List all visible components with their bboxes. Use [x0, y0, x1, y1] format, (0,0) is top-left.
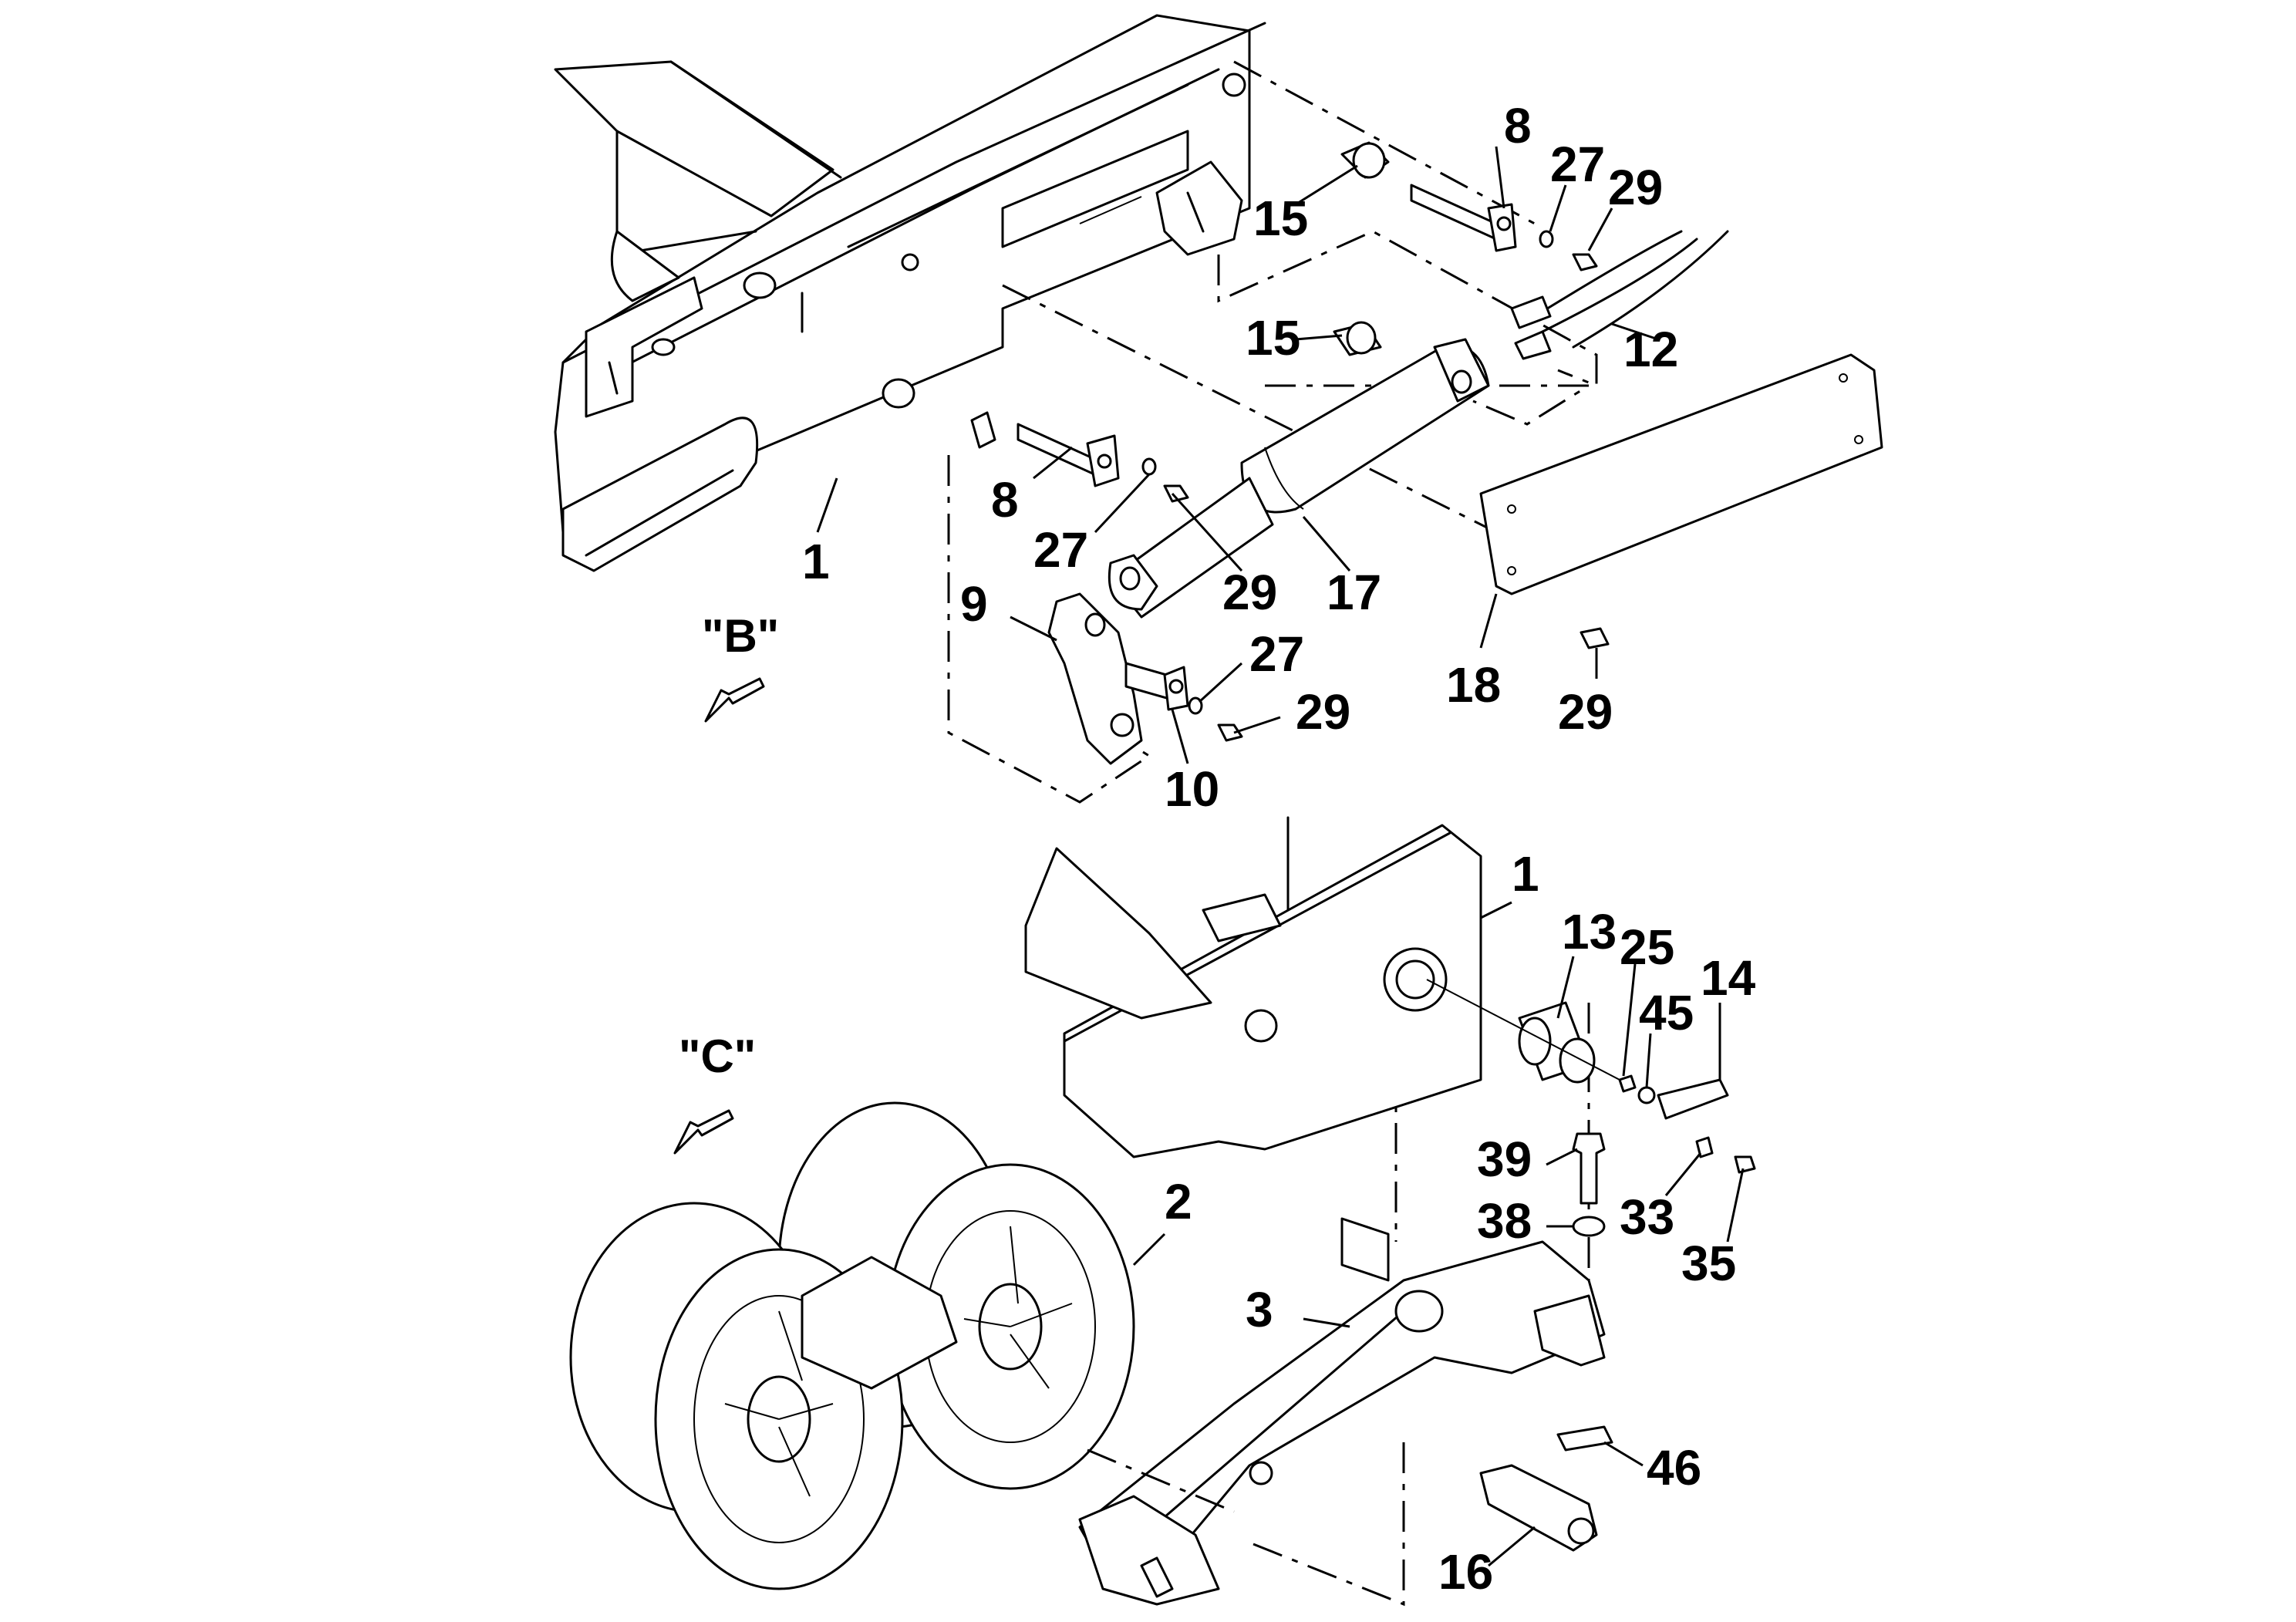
pin-8-top — [1410, 184, 1517, 252]
callout-39: 39 — [1477, 1131, 1532, 1187]
callout-38: 38 — [1477, 1193, 1532, 1249]
screw-29-plate — [1580, 627, 1610, 649]
bushing-15-mid — [1333, 321, 1382, 356]
callout-15-top: 15 — [1253, 191, 1308, 246]
callout-1-lower: 1 — [1512, 846, 1539, 902]
callouts-upper: 1 8 8 27 27 27 29 29 29 29 15 15 12 17 1… — [802, 98, 1678, 817]
screw-29-top — [1572, 253, 1598, 271]
bolt-39 — [1572, 1132, 1606, 1205]
cover-plate-18 — [1479, 353, 1883, 595]
callout-27-pin10: 27 — [1249, 626, 1304, 682]
callout-8-lower: 8 — [991, 472, 1019, 528]
view-label-b-text: "B" — [702, 610, 779, 662]
washer-25 — [1618, 1074, 1637, 1093]
callout-29-plate: 29 — [1558, 684, 1613, 740]
pin-10 — [1124, 662, 1189, 711]
callout-46: 46 — [1647, 1440, 1701, 1496]
plate-14 — [1657, 1078, 1729, 1120]
screw-29-lower — [1163, 484, 1189, 503]
swing-arm-3 — [1078, 1217, 1606, 1606]
callout-27-top: 27 — [1550, 137, 1605, 192]
callout-33: 33 — [1620, 1189, 1674, 1245]
callout-27-lower: 27 — [1033, 522, 1088, 578]
callout-8-top: 8 — [1504, 98, 1532, 153]
callout-13: 13 — [1562, 904, 1617, 959]
bushing-15-top — [1340, 141, 1390, 179]
callout-1-upper: 1 — [802, 534, 830, 589]
clip-33 — [1695, 1136, 1714, 1158]
washer-27-top — [1539, 230, 1554, 248]
callout-35: 35 — [1681, 1236, 1736, 1291]
washer-27-pin10 — [1188, 696, 1203, 715]
view-label-c: "C" — [673, 1030, 756, 1155]
callout-14: 14 — [1701, 950, 1756, 1006]
frame-rail-upper — [554, 14, 1266, 572]
callout-29-pin10: 29 — [1296, 684, 1350, 740]
mount-bracket-upper — [1155, 160, 1243, 256]
callout-29-lower: 29 — [1222, 565, 1277, 620]
pin-16 — [1479, 1464, 1598, 1552]
callout-45: 45 — [1639, 985, 1694, 1040]
callout-9: 9 — [960, 576, 988, 632]
callout-16: 16 — [1438, 1544, 1493, 1600]
view-label-b: "B" — [702, 610, 779, 723]
callout-3: 3 — [1246, 1282, 1273, 1337]
leader-lines — [816, 146, 1745, 1567]
callout-12: 12 — [1623, 322, 1678, 377]
callout-25: 25 — [1620, 919, 1674, 975]
washer-27-lower — [1141, 457, 1157, 476]
hose-12 — [1510, 230, 1729, 360]
direction-arrow-icon — [704, 677, 765, 723]
direction-arrow-icon — [673, 1109, 734, 1155]
pin-8-lower — [970, 411, 1120, 487]
callout-18: 18 — [1446, 657, 1501, 713]
screw-35 — [1734, 1155, 1756, 1174]
upper-assembly — [554, 14, 1883, 804]
callout-15-mid: 15 — [1246, 310, 1300, 366]
cylinder-17 — [1108, 338, 1490, 619]
callouts-lower: 1 13 25 45 14 39 38 33 35 2 3 46 16 — [1165, 846, 1756, 1600]
callout-29-top: 29 — [1608, 160, 1663, 215]
nut-45 — [1637, 1086, 1656, 1104]
lower-assembly — [569, 816, 1756, 1607]
bushing-13 — [1518, 1001, 1596, 1084]
callout-10: 10 — [1165, 761, 1219, 817]
wheel-set-2 — [569, 1101, 1135, 1590]
axle-line — [1426, 979, 1620, 1081]
bracket-9 — [1047, 592, 1143, 765]
callout-2: 2 — [1165, 1174, 1192, 1229]
washer-38 — [1572, 1216, 1606, 1237]
clip-46 — [1556, 1425, 1613, 1452]
frame-lower — [1024, 824, 1482, 1158]
screw-29-pin10 — [1217, 723, 1243, 742]
view-label-c-text: "C" — [679, 1030, 756, 1082]
callout-17: 17 — [1327, 565, 1381, 620]
